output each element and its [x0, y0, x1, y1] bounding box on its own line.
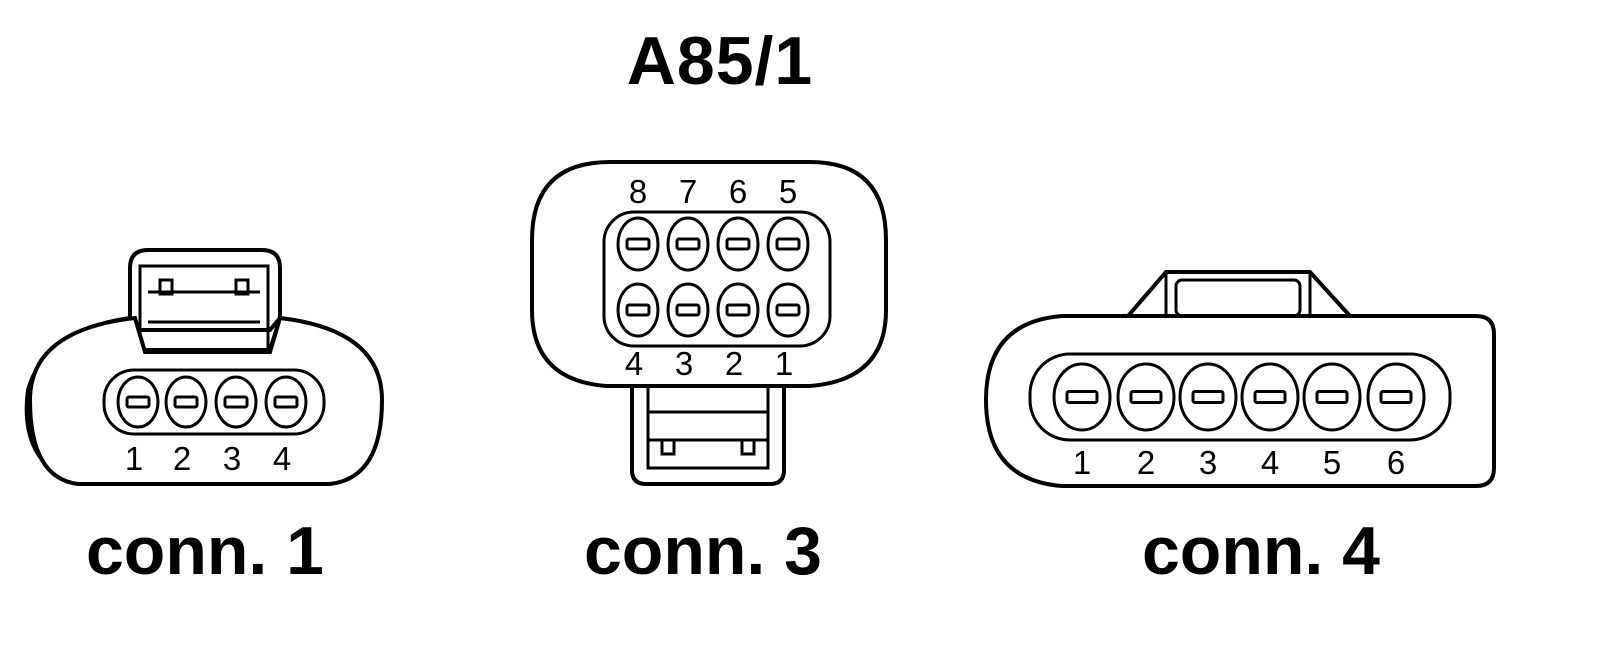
- connector-3-pin-4: [616, 282, 660, 338]
- connector-3-latch: [630, 376, 786, 486]
- connector-4-pin-label-6: 6: [1387, 444, 1405, 481]
- connector-4-pin-1: [1052, 362, 1112, 432]
- connector-4-pin-labels: 1 2 3 4 5 6: [1073, 444, 1405, 481]
- connector-4-pin-4: [1240, 362, 1300, 432]
- connector-3-pin-label-3: 3: [675, 345, 693, 382]
- connector-3-label: conn. 3: [583, 513, 823, 589]
- connector-4-pin-6: [1366, 362, 1426, 432]
- connector-4-pin-label-2: 2: [1137, 444, 1155, 481]
- connector-1-pin-4: [264, 375, 308, 429]
- connector-4-pin-5: [1302, 362, 1362, 432]
- connector-3-pin-label-2: 2: [725, 345, 743, 382]
- connector-4-pins: [1052, 362, 1426, 432]
- connector-4-pin-2: [1116, 362, 1176, 432]
- connector-1-pin-3: [214, 375, 258, 429]
- connector-1-latch-inner: [138, 264, 270, 355]
- connector-4-housing: [983, 314, 1496, 488]
- connector-3-pin-5: [766, 216, 810, 272]
- connector-3-pins: [616, 216, 810, 338]
- connector-4-pin-label-4: 4: [1261, 444, 1279, 481]
- connector-4-pin-label-1: 1: [1073, 444, 1091, 481]
- connector-1-pin-frame: [102, 368, 326, 436]
- connector-1-pin-1: [116, 375, 160, 429]
- connector-3-pin-label-8: 8: [629, 173, 647, 210]
- connector-1-latch: [128, 248, 282, 332]
- connector-3-pin-label-1: 1: [775, 345, 793, 382]
- connector-4-label: conn. 4: [1141, 513, 1381, 589]
- connector-4-pin-frame: [1028, 352, 1452, 442]
- connector-4-pin-label-5: 5: [1323, 444, 1341, 481]
- connector-1-pin-label-4: 4: [273, 440, 291, 477]
- connector-3-pin-2: [716, 282, 760, 338]
- connector-3-pin-7: [666, 216, 710, 272]
- connector-3-pin-label-7: 7: [679, 173, 697, 210]
- connector-3-pin-label-5: 5: [779, 173, 797, 210]
- connector-3-pin-frame: [602, 210, 832, 348]
- connector-4-pin-label-3: 3: [1199, 444, 1217, 481]
- connector-1-pin-label-1: 1: [125, 440, 143, 477]
- connector-1-pin-label-2: 2: [173, 440, 191, 477]
- connector-4-pin-3: [1178, 362, 1238, 432]
- connector-1-pin-2: [164, 375, 208, 429]
- connector-1-pins: [116, 375, 308, 429]
- connector-3-pin-label-6: 6: [729, 173, 747, 210]
- connector-3-housing: [530, 160, 888, 388]
- connector-3-pin-8: [616, 216, 660, 272]
- connector-1-pin-label-3: 3: [223, 440, 241, 477]
- connector-1-label: conn. 1: [85, 513, 325, 589]
- connector-4: 1 2 3 4 5 6: [983, 270, 1496, 488]
- connector-3-pin-6: [716, 216, 760, 272]
- diagram-title: A85/1: [626, 23, 814, 99]
- connector-3-pin-3: [666, 282, 710, 338]
- connector-3-pin-label-4: 4: [625, 345, 643, 382]
- connector-3-pin-1: [766, 282, 810, 338]
